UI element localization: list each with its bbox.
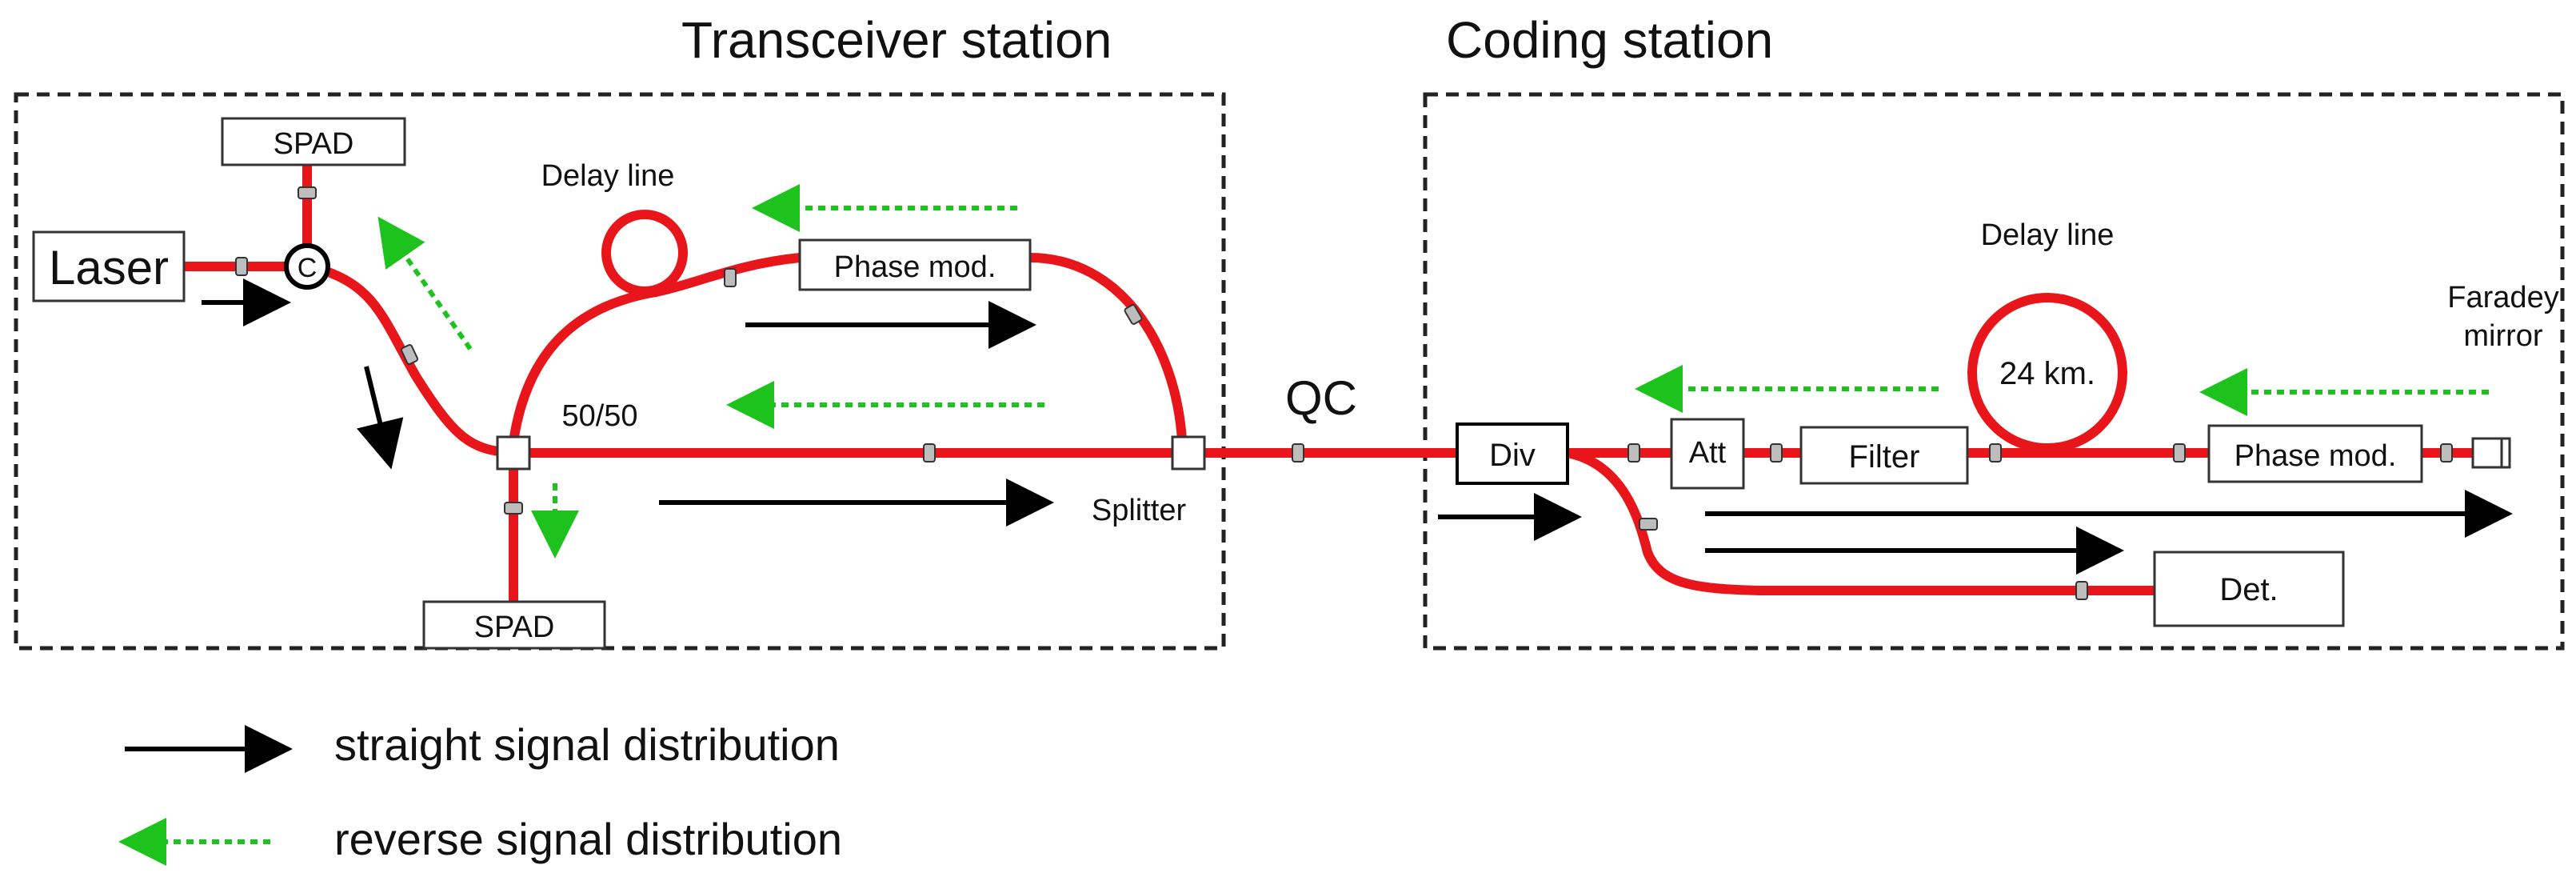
- connector: [235, 257, 248, 276]
- fiber-delay-loop-1: [601, 210, 688, 296]
- connector: [298, 186, 317, 199]
- phase-mod-1-label: Phase mod.: [834, 250, 996, 284]
- connector: [400, 344, 419, 365]
- connector: [1124, 304, 1143, 325]
- fiber-delay-loop-2: [1967, 293, 2127, 453]
- fiber-upper-arm: [651, 253, 805, 297]
- qc-label: QC: [1285, 371, 1357, 425]
- laser-box: [32, 230, 186, 302]
- fiber-circulator-coupler: [319, 266, 517, 458]
- phase-mod-2-label: Phase mod.: [2235, 439, 2397, 473]
- straight-arrows: [202, 278, 2513, 575]
- splitter-label: Splitter: [1092, 494, 1187, 527]
- circulator-label: C: [298, 253, 318, 283]
- connector: [1639, 518, 1658, 531]
- transceiver-station-frame: [14, 92, 1226, 651]
- coding-station-frame: [1423, 92, 2565, 651]
- connector: [1989, 443, 2002, 463]
- filter-label: Filter: [1849, 439, 1920, 475]
- reverse-arrows: [377, 184, 2489, 559]
- faraday-label-line1: Faradey: [2447, 281, 2558, 314]
- connector: [1770, 443, 1783, 463]
- splitter-box: [1171, 435, 1206, 471]
- delay-line-1-label: Delay line: [541, 159, 675, 193]
- coding-station-title: Coding station: [1446, 11, 1773, 69]
- phase-mod-2-box: [2207, 424, 2423, 483]
- filter-box: [1799, 426, 1969, 485]
- coupler-box: [496, 435, 531, 471]
- legend-reverse-label: reverse signal distribution: [334, 814, 842, 864]
- det-label: Det.: [2219, 572, 2278, 607]
- connector: [923, 443, 936, 463]
- det-box: [2153, 551, 2345, 627]
- att-label: Att: [1689, 436, 1727, 470]
- connector: [2075, 581, 2088, 600]
- legend-straight-label: straight signal distribution: [334, 719, 840, 770]
- faraday-mirror-body: [2471, 437, 2511, 469]
- connector: [724, 268, 737, 287]
- coupler-label: 50/50: [561, 399, 637, 433]
- spad-top-box: [221, 117, 406, 166]
- connector: [2173, 443, 2186, 463]
- reverse-arrow: [377, 216, 473, 350]
- connector: [2440, 443, 2453, 463]
- connector: [1292, 443, 1304, 463]
- spad-top-label: SPAD: [274, 127, 354, 161]
- delay-length-label: 24 km.: [1999, 356, 2095, 391]
- connector: [1627, 443, 1640, 463]
- delay-line-2-label: Delay line: [1981, 218, 2115, 252]
- transceiver-station-title: Transceiver station: [681, 11, 1112, 69]
- div-label: Div: [1489, 438, 1536, 473]
- laser-label: Laser: [49, 241, 169, 294]
- faraday-label-line2: mirror: [2463, 319, 2543, 353]
- fiber-upper-arm-2: [1025, 253, 1187, 445]
- fiber-div-det: [1563, 448, 2159, 595]
- straight-arrow: [357, 366, 404, 470]
- spad-bottom-label: SPAD: [474, 611, 555, 644]
- circulator: [284, 243, 330, 290]
- legend: straight signal distribution reverse sig…: [118, 719, 842, 866]
- fiber-connectors: [235, 186, 2453, 600]
- phase-mod-1-box: [798, 238, 1032, 291]
- connector: [504, 502, 523, 515]
- div-box: [1456, 422, 1569, 485]
- fiber-delay-arc: [509, 287, 661, 447]
- spad-bottom-box: [422, 600, 606, 650]
- att-box: [1670, 418, 1745, 490]
